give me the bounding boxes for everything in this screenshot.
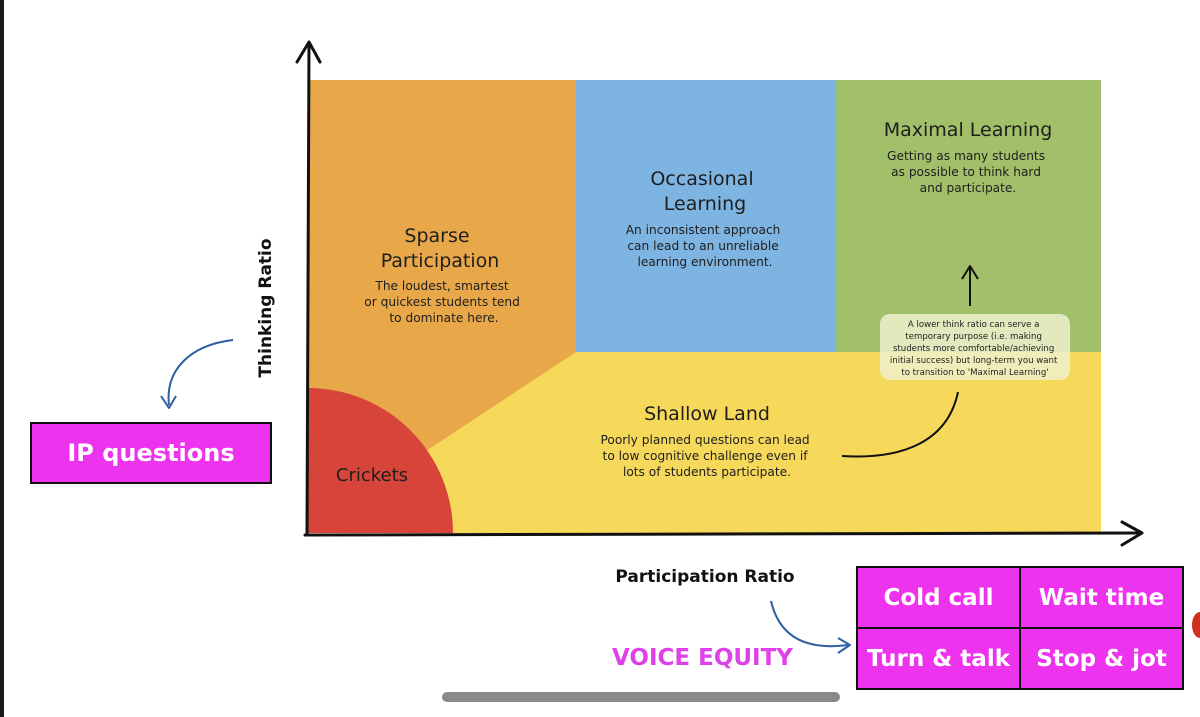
ip-questions-box: IP questions <box>30 422 272 484</box>
x-axis-arrowhead <box>1120 520 1144 547</box>
stop-and-jot-cell: Stop & jot <box>1021 629 1182 688</box>
sparse-participation-description: The loudest, smartest or quickest studen… <box>364 279 523 325</box>
maximal-learning-description: Getting as many students as possible to … <box>887 149 1049 195</box>
occasional-learning-title: Occasional Learning <box>650 168 759 215</box>
left-edge-bar <box>0 0 4 717</box>
voice-equity-arrowhead <box>837 637 851 654</box>
occasional-learning-region <box>576 80 835 352</box>
transition-note-box <box>880 314 1070 380</box>
shallow-to-maximal-arrow <box>841 391 959 458</box>
crickets-label: Crickets <box>336 465 408 486</box>
maximal-learning-title: Maximal Learning <box>884 119 1053 141</box>
ip-questions-arrow <box>167 339 234 406</box>
maximal-arrowhead <box>961 265 979 280</box>
shallow-land-description: Poorly planned questions can lead to low… <box>600 433 813 479</box>
wait-time-cell: Wait time <box>1021 568 1182 627</box>
y-axis <box>305 42 311 537</box>
y-axis-label: Thinking Ratio <box>256 238 276 377</box>
cold-call-cell: Cold call <box>858 568 1019 627</box>
occasional-learning-description: An inconsistent approach can lead to an … <box>626 223 785 269</box>
voice-equity-label: VOICE EQUITY <box>612 645 793 671</box>
crickets-region <box>308 388 453 533</box>
sparse-participation-title: Sparse Participation <box>381 225 500 272</box>
voice-equity-arrow <box>770 600 849 648</box>
turn-and-talk-cell: Turn & talk <box>858 629 1019 688</box>
transition-note-text: A lower think ratio can serve a temporar… <box>890 320 1060 378</box>
x-axis-label: Participation Ratio <box>615 567 794 587</box>
y-axis-arrowhead <box>295 40 322 64</box>
ip-questions-arrowhead <box>160 395 177 409</box>
page-indicator-dot <box>1192 612 1200 638</box>
voice-strategies-grid: Cold call Wait time Turn & talk Stop & j… <box>856 566 1184 690</box>
maximal-learning-region <box>835 80 1101 352</box>
x-axis <box>303 531 1142 537</box>
horizontal-scrollbar[interactable] <box>442 692 840 702</box>
shallow-land-title: Shallow Land <box>644 403 770 425</box>
